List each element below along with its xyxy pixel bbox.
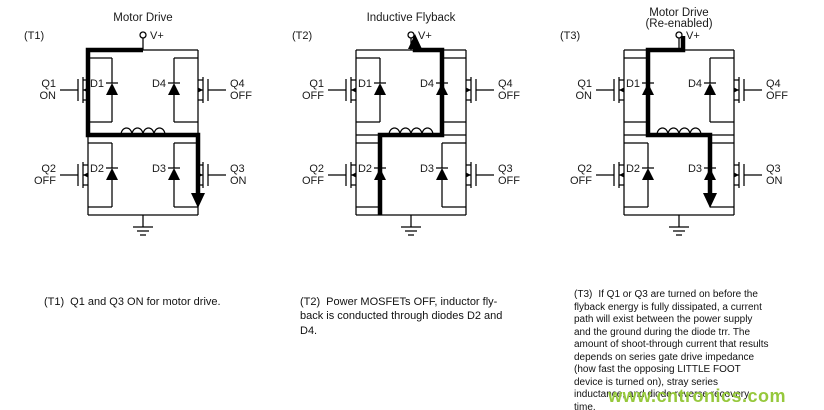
q1-state: ON xyxy=(40,90,57,102)
vplus-terminal xyxy=(139,31,147,39)
caption-text: Power MOSFETs OFF, inductor fly-back is … xyxy=(300,296,503,337)
vplus-terminal xyxy=(407,31,415,39)
caption-tag: (T2) xyxy=(300,296,321,308)
circuit-diagram-t3: Motor Drive (Re-enabled) (T3) V+ Q1 ON Q… xyxy=(560,7,788,236)
mosfet-q4 xyxy=(465,76,495,104)
vplus-label: V+ xyxy=(686,30,700,42)
mosfet-q2 xyxy=(327,161,357,189)
diode-d2 xyxy=(87,142,119,208)
mosfet-q4 xyxy=(733,76,763,104)
time-tag: (T3) xyxy=(560,30,580,42)
q2-name: Q2 xyxy=(309,163,324,175)
diode-d3 xyxy=(167,142,199,208)
q3-state: ON xyxy=(230,175,247,187)
q1-name: Q1 xyxy=(41,78,56,90)
current-path-arrow xyxy=(377,34,445,215)
mosfet-q3 xyxy=(197,161,227,189)
q4-name: Q4 xyxy=(230,78,245,90)
q3-name: Q3 xyxy=(766,163,781,175)
vplus-terminal xyxy=(675,31,683,39)
d3-label: D3 xyxy=(420,163,434,175)
caption-t1: (T1) Q1 and Q3 ON for motor drive. xyxy=(44,295,268,309)
caption-t2: (T2)Power MOSFETs OFF, inductor fly-back… xyxy=(300,295,514,338)
ground-icon xyxy=(132,214,154,236)
q1-state: ON xyxy=(576,90,593,102)
d3-label: D3 xyxy=(688,163,702,175)
d2-label: D2 xyxy=(358,163,372,175)
d4-label: D4 xyxy=(152,78,166,90)
q2-state: OFF xyxy=(34,175,56,187)
circuit-title: Inductive Flyback xyxy=(367,12,456,24)
q4-state: OFF xyxy=(230,90,252,102)
q1-name: Q1 xyxy=(309,78,324,90)
time-tag: (T2) xyxy=(292,30,312,42)
q4-name: Q4 xyxy=(766,78,781,90)
diode-d4 xyxy=(167,57,199,123)
caption-text: Q1 and Q3 ON for motor drive. xyxy=(70,296,221,308)
d4-label: D4 xyxy=(688,78,702,90)
circuit-subtitle: (Re-enabled) xyxy=(645,18,712,30)
mosfet-q1 xyxy=(327,76,357,104)
panel-t3: Motor Drive (Re-enabled) (T3) V+ Q1 ON Q… xyxy=(554,5,804,262)
circuit-title: Motor Drive xyxy=(113,12,172,24)
ground-icon xyxy=(400,214,422,236)
q1-name: Q1 xyxy=(577,78,592,90)
current-path-arrow xyxy=(85,47,205,208)
current-path-arrow xyxy=(645,36,717,208)
mosfet-q2 xyxy=(595,161,625,189)
q2-state: OFF xyxy=(570,175,592,187)
q2-state: OFF xyxy=(302,175,324,187)
mosfet-q3 xyxy=(465,161,495,189)
d2-label: D2 xyxy=(626,163,640,175)
q3-name: Q3 xyxy=(498,163,513,175)
diode-d4 xyxy=(703,57,735,123)
mosfet-q1 xyxy=(595,76,625,104)
circuit-diagram-t1: Motor Drive (T1) V+ Q1 ON Q4 OFF Q2 OFF … xyxy=(24,12,252,236)
panel-t2: Inductive Flyback (T2) V+ Q1 OFF Q4 OFF … xyxy=(286,5,536,262)
mosfet-q3 xyxy=(733,161,763,189)
q3-name: Q3 xyxy=(230,163,245,175)
panel-t1: Motor Drive (T1) V+ Q1 ON Q4 OFF Q2 OFF … xyxy=(18,5,268,262)
caption-t3: (T3)If Q1 or Q3 are turned on before the… xyxy=(574,289,770,410)
q4-name: Q4 xyxy=(498,78,513,90)
diode-d1 xyxy=(87,57,119,123)
caption-text: If Q1 or Q3 are turned on before the fly… xyxy=(574,289,769,410)
q4-state: OFF xyxy=(766,90,788,102)
watermark-text: www.cntronics.com xyxy=(608,386,786,406)
q2-name: Q2 xyxy=(41,163,56,175)
mosfet-q2 xyxy=(59,161,89,189)
q3-state: OFF xyxy=(498,175,520,187)
time-tag: (T1) xyxy=(24,30,44,42)
mosfet-q1 xyxy=(59,76,89,104)
circuit-diagram-t2: Inductive Flyback (T2) V+ Q1 OFF Q4 OFF … xyxy=(292,12,520,236)
bridge-wiring xyxy=(623,38,735,216)
caption-tag: (T1) xyxy=(44,296,65,308)
bridge-wiring xyxy=(355,38,467,216)
d1-label: D1 xyxy=(358,78,372,90)
diode-d3 xyxy=(435,142,467,208)
vplus-label: V+ xyxy=(150,30,164,42)
bridge-wiring xyxy=(87,38,199,216)
q2-name: Q2 xyxy=(577,163,592,175)
q3-state: ON xyxy=(766,175,783,187)
d4-label: D4 xyxy=(420,78,434,90)
caption-tag: (T3) xyxy=(574,289,593,300)
ground-icon xyxy=(668,214,690,236)
diode-d1 xyxy=(355,57,387,123)
vplus-label: V+ xyxy=(418,30,432,42)
d2-label: D2 xyxy=(90,163,104,175)
circuit-title: Motor Drive xyxy=(649,7,708,19)
q4-state: OFF xyxy=(498,90,520,102)
d3-label: D3 xyxy=(152,163,166,175)
d1-label: D1 xyxy=(626,78,640,90)
q1-state: OFF xyxy=(302,90,324,102)
mosfet-q4 xyxy=(197,76,227,104)
d1-label: D1 xyxy=(90,78,104,90)
diode-d2 xyxy=(623,142,655,208)
